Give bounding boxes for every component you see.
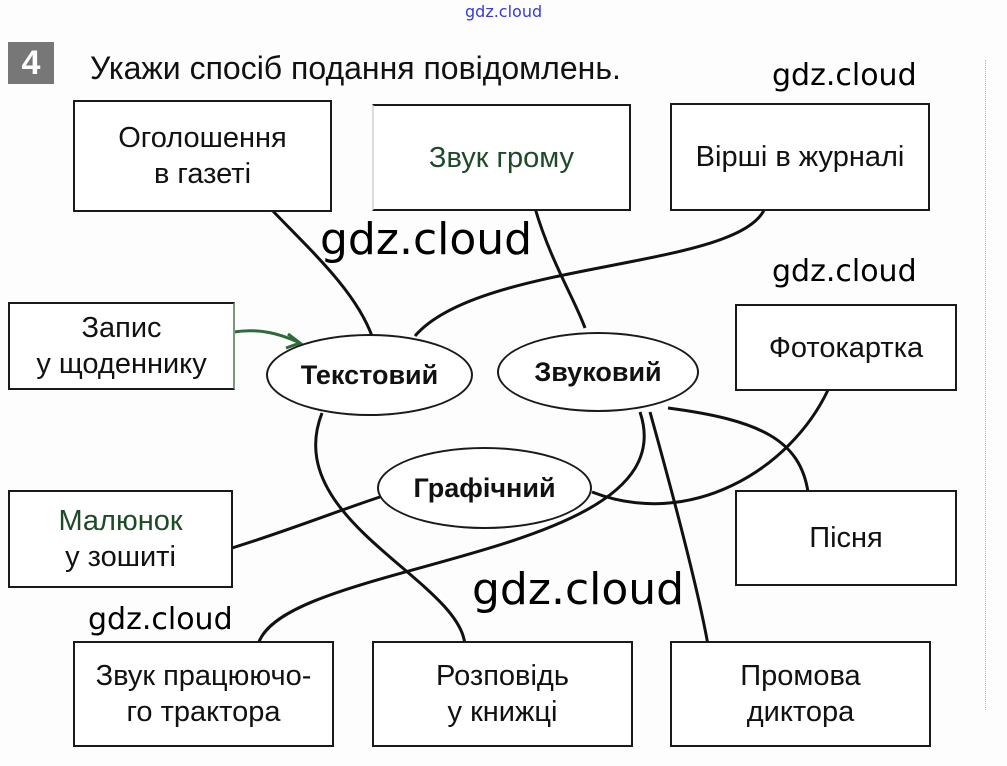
box-text: Малюнок bbox=[58, 505, 183, 537]
box-speech: Промова диктора bbox=[670, 641, 931, 747]
box-ad: Оголошення в газеті bbox=[73, 100, 332, 212]
task-title: Укажи спосіб подання повідомлень. bbox=[90, 50, 621, 86]
box-text: у щоденнику bbox=[36, 348, 207, 380]
line-drawing-graphic bbox=[231, 495, 381, 550]
box-poems: Вірші в журналі bbox=[670, 103, 930, 211]
box-text: в газеті bbox=[153, 158, 252, 190]
watermark: gdz.cloud bbox=[320, 214, 533, 265]
box-text: у книжці bbox=[447, 696, 558, 728]
box-text: Фотокартка bbox=[768, 331, 924, 364]
line-ad-text bbox=[268, 206, 374, 337]
box-text: Оголошення bbox=[118, 122, 287, 154]
box-text: у зошиті bbox=[65, 541, 176, 573]
box-text: Запис bbox=[81, 312, 162, 344]
ellipse-text: Текстовий bbox=[266, 334, 473, 416]
line-poems-text bbox=[413, 207, 767, 337]
side-illustrations bbox=[985, 60, 1007, 710]
box-diary: Запис у щоденнику bbox=[8, 302, 235, 390]
box-text: Пісня bbox=[809, 522, 883, 554]
line-text-story bbox=[314, 412, 467, 646]
box-tractor: Звук працюючо-го трактора bbox=[73, 641, 334, 747]
box-text: го трактора bbox=[126, 696, 281, 728]
arrow-head-icon bbox=[285, 332, 304, 350]
box-photo: Фотокартка bbox=[735, 304, 957, 391]
box-text: диктора bbox=[746, 696, 855, 728]
box-text: Вірші в журналі bbox=[695, 141, 905, 173]
box-song: Пісня bbox=[735, 490, 957, 586]
box-text: Розповідь bbox=[436, 660, 569, 692]
box-story: Розповідь у книжці bbox=[372, 641, 633, 747]
line-thunder-sound bbox=[533, 207, 587, 329]
watermark: gdz.cloud bbox=[772, 254, 917, 289]
box-text: Промова bbox=[740, 660, 861, 692]
task-number: 4 bbox=[8, 42, 54, 84]
box-text: Звук працюючо- bbox=[95, 660, 312, 692]
watermark: gdz.cloud bbox=[465, 2, 543, 21]
category-label: Графічний bbox=[413, 472, 556, 503]
watermark: gdz.cloud bbox=[472, 564, 685, 615]
category-label: Текстовий bbox=[300, 359, 439, 390]
ellipse-graphic: Графічний bbox=[377, 447, 592, 529]
ellipse-sound: Звуковий bbox=[497, 332, 699, 412]
line-sound-tractor bbox=[256, 411, 646, 646]
box-thunder: Звук грому bbox=[372, 104, 631, 211]
line-photo-graphic bbox=[591, 389, 830, 506]
line-sound-speech bbox=[648, 411, 710, 646]
line-diary-text bbox=[233, 329, 299, 344]
box-text: Звук грому bbox=[428, 141, 575, 174]
box-drawing: Малюнок у зошиті bbox=[8, 490, 233, 588]
line-sound-song bbox=[667, 406, 810, 493]
watermark: gdz.cloud bbox=[88, 602, 233, 637]
category-label: Звуковий bbox=[534, 356, 662, 387]
watermark: gdz.cloud bbox=[772, 58, 917, 93]
